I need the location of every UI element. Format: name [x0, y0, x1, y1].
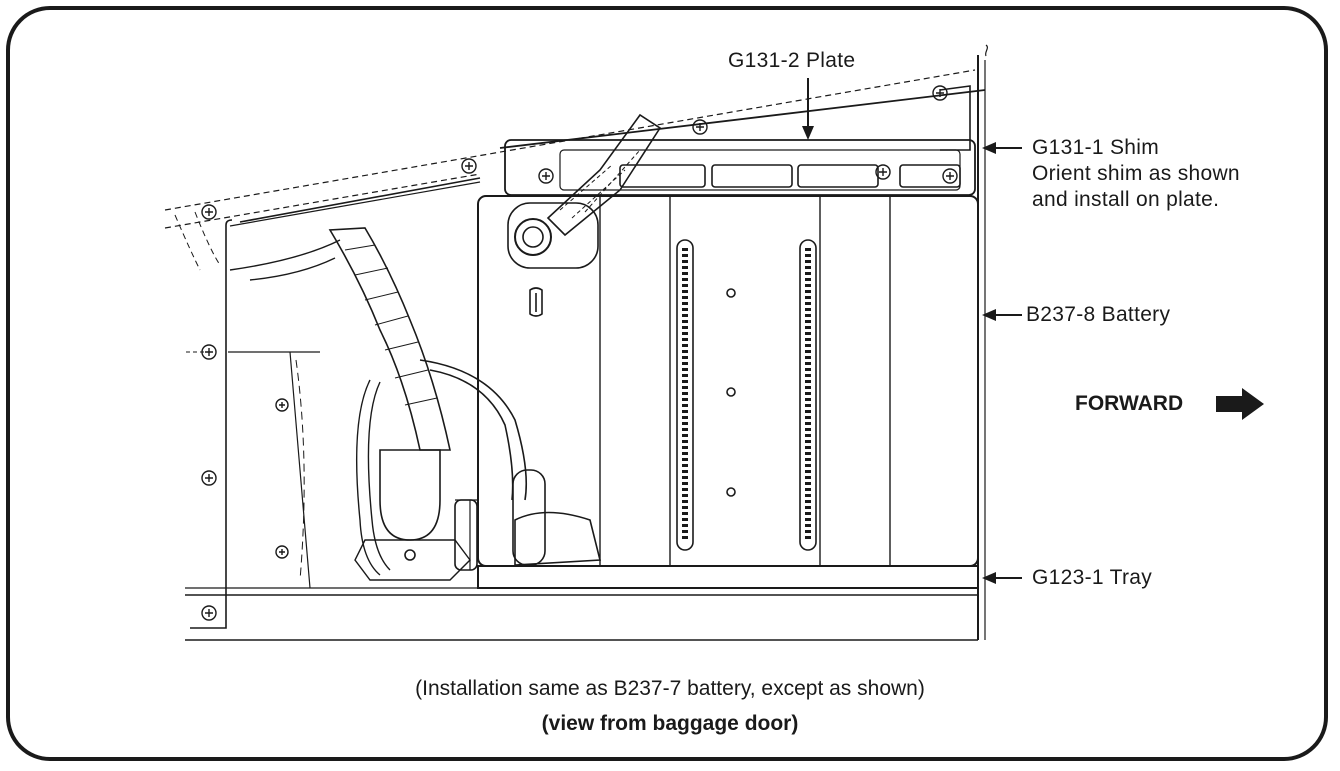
plate-label: G131-2 Plate	[728, 49, 856, 72]
battery-label: B237-8 Battery	[1026, 303, 1171, 326]
tray-label: G123-1 Tray	[1032, 566, 1153, 589]
forward-label: FORWARD	[1075, 392, 1184, 415]
right-arrow-icon	[1216, 388, 1264, 420]
installation-caption: (Installation same as B237-7 battery, ex…	[415, 677, 925, 700]
diagram-border	[6, 6, 1328, 761]
shim-note-line2: and install on plate.	[1032, 188, 1220, 211]
shim-label: G131-1 Shim	[1032, 136, 1160, 159]
view-caption: (view from baggage door)	[541, 712, 799, 735]
shim-note-line1: Orient shim as shown	[1032, 162, 1240, 185]
